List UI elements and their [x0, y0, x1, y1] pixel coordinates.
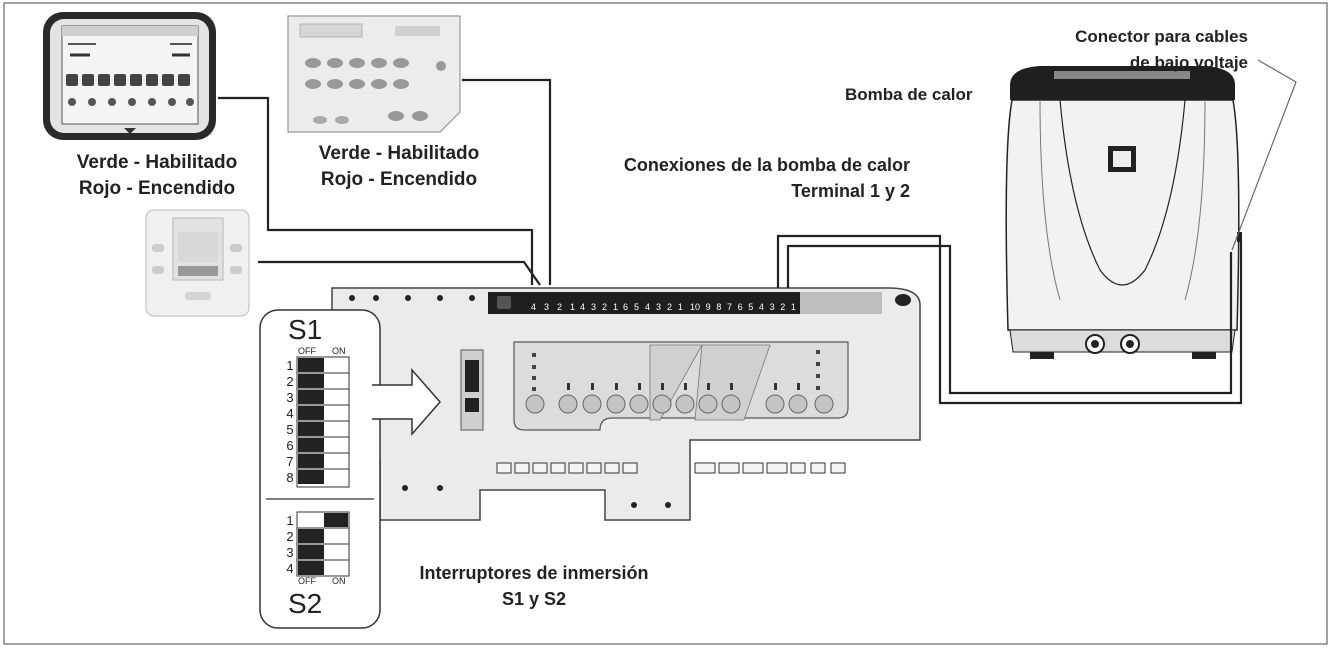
- heat-pump: [1005, 66, 1242, 359]
- dip-switches-label: Interruptores de inmersión S1 y S2: [384, 560, 684, 612]
- switch-number: 2: [286, 374, 294, 389]
- s1-label: S1: [288, 314, 323, 345]
- terminal-number: 1: [677, 302, 683, 312]
- switch-number: 8: [286, 470, 294, 485]
- label-line: Rojo - Encendido: [78, 178, 236, 199]
- switch-number: 2: [286, 529, 294, 544]
- keypad-controller: [287, 15, 461, 133]
- s1-switch-bank: [296, 356, 350, 488]
- heat-pump-label: Bomba de calor: [845, 85, 973, 104]
- s2-label: S2: [288, 588, 323, 619]
- label-line: Verde - Habilitado: [76, 152, 238, 173]
- switch-number: 1: [286, 358, 294, 373]
- touchscreen-controller: [43, 12, 216, 140]
- terminal-number: 10: [690, 302, 701, 312]
- terminal-group-1: 4 3 2 1: [531, 302, 575, 312]
- s1-position-numbers: 1 2 3 4 5 6 7 8: [284, 358, 296, 486]
- label-line: Interruptores de inmersión: [419, 563, 649, 583]
- terminal-number: 3: [543, 302, 549, 312]
- bottom-connectors: [496, 462, 846, 474]
- terminal-number: 1: [569, 302, 575, 312]
- terminal-number: 3: [655, 302, 661, 312]
- switch-number: 5: [286, 422, 294, 437]
- terminal-group-4: 10 9 8 7 6 5 4 3 2 1: [690, 302, 796, 312]
- wiring: [218, 59, 1297, 405]
- switch-number: 6: [286, 438, 294, 453]
- terminal-group-3: 6 5 4 3 2 1: [623, 302, 683, 312]
- switch-number: 4: [286, 406, 294, 421]
- switch-number: 3: [286, 545, 294, 560]
- terminal-number: 3: [769, 302, 775, 312]
- terminal-number: 1: [612, 302, 618, 312]
- terminal-number: 8: [716, 302, 722, 312]
- s2-switch-bank: [296, 511, 350, 577]
- terminal-number: 4: [580, 302, 586, 312]
- terminal-number: 4: [644, 302, 650, 312]
- low-voltage-connector-label: Conector para cables de bajo voltaje: [1000, 24, 1248, 76]
- controller-left-label: Verde - Habilitado Rojo - Encendido: [52, 150, 262, 202]
- switch-number: 3: [286, 390, 294, 405]
- callout-arrow: [372, 368, 441, 436]
- heat-pump-connections-label: Conexiones de la bomba de calor Terminal…: [600, 152, 910, 204]
- terminal-number: 6: [737, 302, 743, 312]
- s1-on-label: ON: [332, 346, 346, 356]
- switch-number: 7: [286, 454, 294, 469]
- label-line: Verde - Habilitado: [318, 143, 480, 164]
- terminal-group-2: 4 3 2 1: [580, 302, 618, 312]
- s1-off-label: OFF: [298, 346, 316, 356]
- s2-position-numbers: 1 2 3 4: [284, 513, 296, 577]
- label-line: Terminal 1 y 2: [791, 181, 910, 201]
- s2-on-label: ON: [332, 576, 346, 586]
- terminal-number: 4: [531, 302, 537, 312]
- label-line: Rojo - Encendido: [320, 169, 478, 190]
- label-line: Conector para cables: [1075, 27, 1248, 46]
- terminal-number: 7: [726, 302, 732, 312]
- terminal-number: 3: [590, 302, 596, 312]
- control-board: [331, 287, 921, 521]
- terminal-number: 1: [790, 302, 796, 312]
- label-line: S1 y S2: [501, 589, 567, 609]
- terminal-number: 2: [601, 302, 607, 312]
- switch-number: 1: [286, 513, 294, 528]
- terminal-number: 2: [666, 302, 672, 312]
- controller-mid-label: Verde - Habilitado Rojo - Encendido: [294, 141, 504, 193]
- switch-number: 4: [286, 561, 294, 576]
- terminal-number: 4: [758, 302, 764, 312]
- terminal-number: 6: [623, 302, 629, 312]
- terminal-number: 5: [748, 302, 754, 312]
- terminal-number: 9: [705, 302, 711, 312]
- dip-switch-panel: [259, 309, 441, 629]
- terminal-number: 2: [780, 302, 786, 312]
- terminal-number: 5: [633, 302, 639, 312]
- s2-off-label: OFF: [298, 576, 316, 586]
- label-line: de bajo voltaje: [1129, 53, 1248, 72]
- wall-remote: [145, 209, 250, 317]
- label-line: Conexiones de la bomba de calor: [623, 155, 910, 175]
- terminal-number: 2: [556, 302, 562, 312]
- diagram-frame: [3, 2, 1328, 645]
